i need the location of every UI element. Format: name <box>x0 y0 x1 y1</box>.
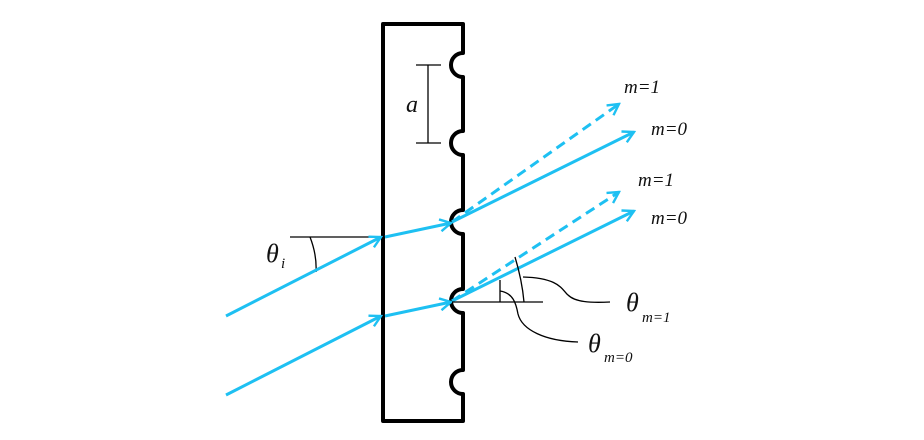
theta-m0-symbol: θ <box>588 329 601 358</box>
theta-m0-subscript: m=0 <box>604 350 633 366</box>
theta-m1-symbol: θ <box>626 288 639 317</box>
lower-order0-label: m=0 <box>651 208 688 229</box>
incident-ray-upper <box>225 237 381 318</box>
incident-angle-subscript: i <box>281 256 285 272</box>
upper-order0-label: m=0 <box>651 119 688 140</box>
upper-order1-label: m=1 <box>624 77 660 98</box>
groove-spacing-label: a <box>406 92 418 118</box>
incident-ray-lower <box>225 316 381 397</box>
upper-order0-ray <box>451 132 634 224</box>
theta-m1-leader <box>522 276 611 303</box>
groove-spacing-marker <box>416 64 441 144</box>
upper-order1-ray <box>451 104 619 224</box>
theta-m1-subscript: m=1 <box>642 310 670 326</box>
incident-angle-symbol: θ <box>266 239 279 268</box>
lower-order1-ray <box>451 192 619 303</box>
theta-m0-leader <box>499 290 579 343</box>
incident-angle-arc <box>309 236 317 273</box>
internal-ray-lower <box>384 302 451 318</box>
lower-order0-ray <box>451 211 634 303</box>
internal-ray-upper <box>384 223 451 239</box>
lower-order1-label: m=1 <box>638 170 674 191</box>
theta-m1-arc <box>514 256 525 303</box>
grating-plate <box>381 22 465 423</box>
